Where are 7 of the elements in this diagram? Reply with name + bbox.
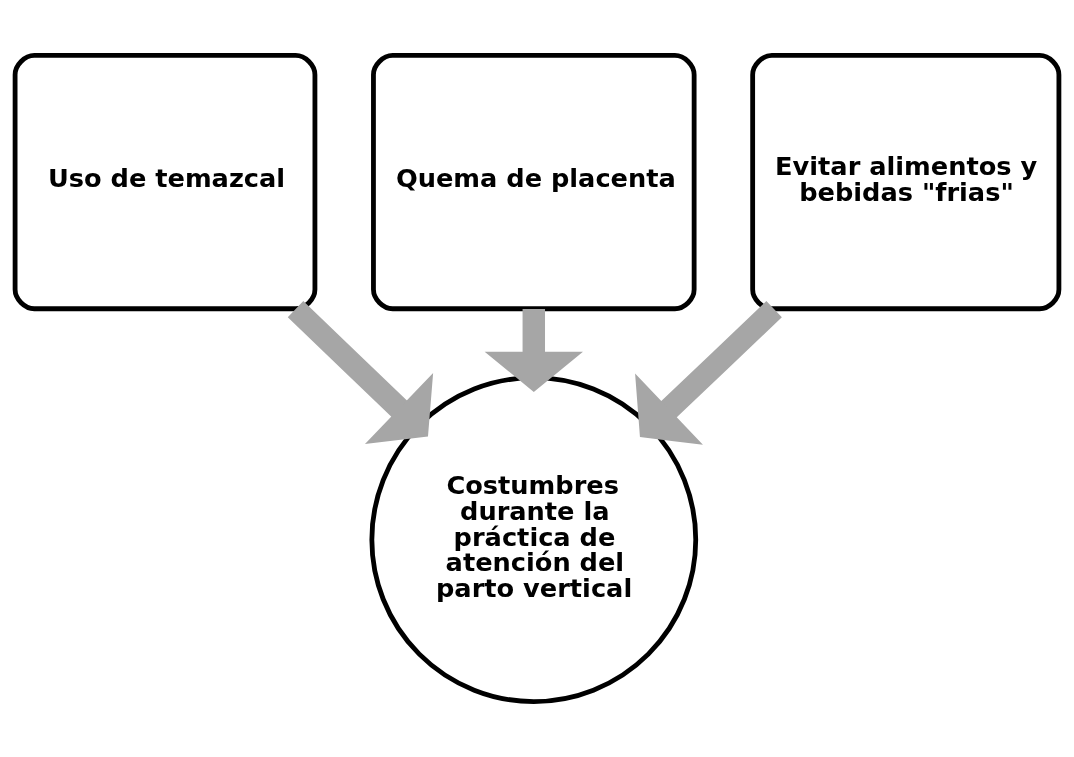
node-circle: Costumbres durante la práctica de atención del parto vertical [369,375,699,704]
node-box: Quema de placenta [371,53,697,312]
arrow [484,309,583,392]
node-box: Uso de temazcal [12,53,318,312]
node-box: Evitar alimentos y bebidas "frias" [750,53,1062,312]
arrow [635,301,782,445]
arrow [287,301,434,444]
